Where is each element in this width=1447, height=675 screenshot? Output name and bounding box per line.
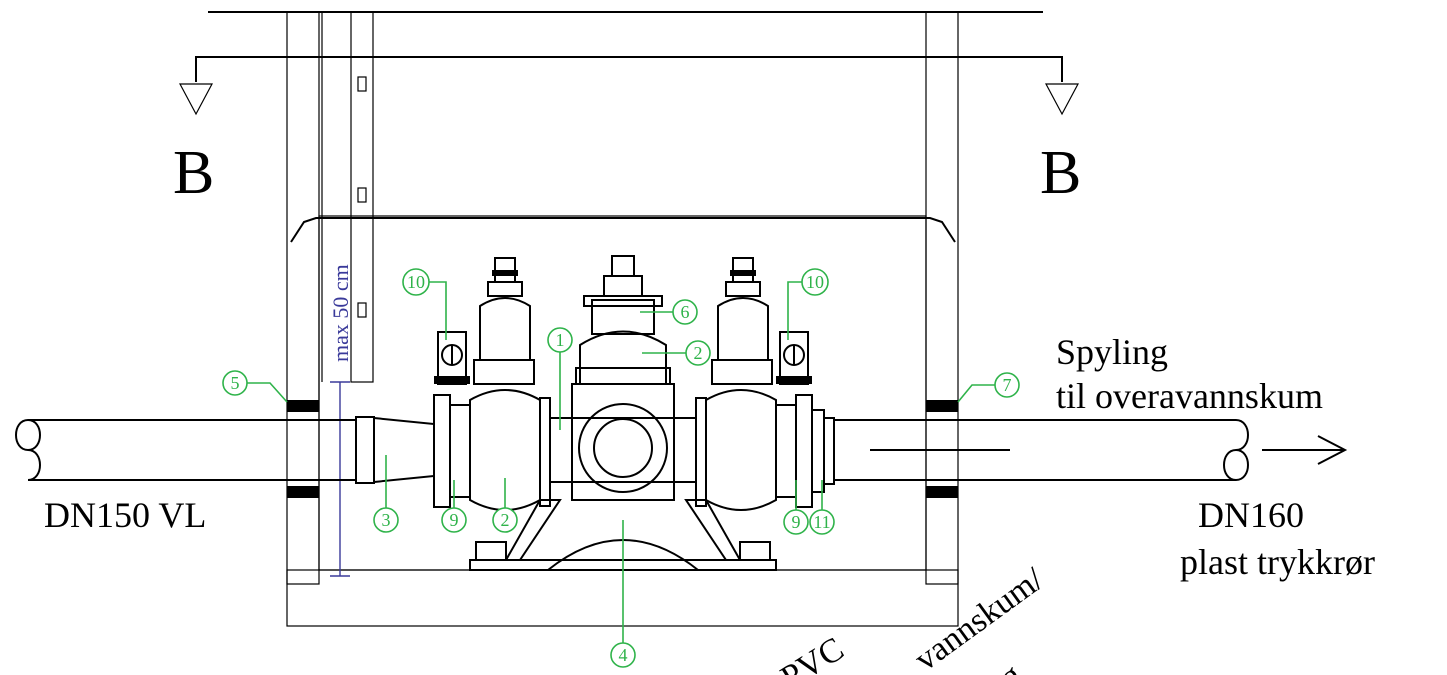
callout-9-right: 9 (783, 480, 809, 535)
right-gate-valve (695, 257, 835, 511)
ladder (321, 11, 374, 383)
svg-text:10: 10 (806, 272, 824, 292)
wall-sleeves (287, 400, 958, 498)
section-label-right: B (1040, 139, 1081, 207)
callout-3: 3 (373, 455, 399, 533)
svg-text:10: 10 (407, 272, 425, 292)
callout-7: 7 (957, 372, 1020, 403)
cover-frame (290, 217, 956, 243)
svg-text:3: 3 (382, 510, 391, 530)
svg-text:2: 2 (501, 510, 510, 530)
outlet-pipe-label-line2: plast trykkrør (1180, 542, 1375, 582)
dimension-label: max 50 cm (328, 264, 353, 362)
svg-text:11: 11 (813, 512, 830, 532)
left-gate-valve (433, 257, 551, 511)
cut-text-right: vannskum/ (908, 561, 1051, 675)
callout-6: 6 (640, 299, 698, 325)
svg-text:9: 9 (450, 510, 459, 530)
outlet-pipe-label-line1: DN160 (1198, 495, 1304, 535)
section-cut-line (179, 56, 1079, 116)
svg-text:2: 2 (694, 343, 703, 363)
reducer (355, 416, 435, 484)
right-ball-valve (776, 331, 812, 385)
callout-9-left: 9 (441, 480, 467, 533)
cut-text-left: PVC (775, 630, 851, 675)
callout-1: 1 (547, 327, 573, 430)
callout-11: 11 (809, 480, 835, 535)
inlet-pipe-label: DN150 VL (44, 495, 206, 535)
left-ball-valve (434, 331, 470, 385)
callout-4: 4 (610, 520, 636, 668)
callout-2-top: 2 (642, 340, 711, 366)
flush-label-line1: Spyling (1056, 332, 1168, 372)
svg-text:1: 1 (556, 330, 565, 350)
outlet-pipe (834, 419, 1249, 481)
callout-10-right: 10 (787, 268, 829, 340)
svg-text:7: 7 (1003, 375, 1012, 395)
central-tee (549, 255, 697, 501)
callout-5: 5 (222, 370, 288, 403)
svg-text:9: 9 (792, 512, 801, 532)
svg-text:6: 6 (681, 302, 690, 322)
section-label-left: B (173, 139, 214, 207)
cut-text-right-extra: g (993, 657, 1029, 675)
svg-text:5: 5 (231, 373, 240, 393)
callout-2-bottom: 2 (492, 478, 518, 533)
callout-10-left: 10 (402, 268, 447, 340)
inlet-pipe (15, 419, 356, 481)
flush-label-line2: til overavannskum (1056, 376, 1323, 416)
flush-arrow (870, 435, 1348, 465)
svg-text:4: 4 (619, 645, 628, 665)
